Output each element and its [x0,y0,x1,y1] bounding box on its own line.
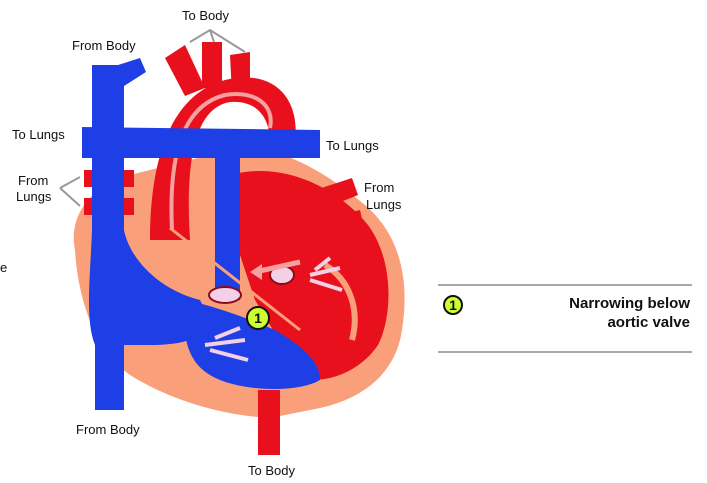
label-from-lungs-right-1: From [364,180,394,195]
pulmonary-artery-trunk [215,150,240,300]
aorta-branch-3 [230,52,250,95]
legend-top-rule [438,284,692,286]
legend-bottom-rule [438,351,692,353]
legend: 1 Narrowing below aortic valve [438,284,692,354]
label-to-lungs-right: To Lungs [326,138,379,153]
aortic-valve [209,287,241,303]
label-from-lungs-left-1: From [18,173,48,188]
pulmonary-artery-branches [82,127,320,158]
label-from-body-bottom: From Body [76,422,140,437]
label-from-body-top: From Body [72,38,136,53]
legend-description: Narrowing below aortic valve [490,294,690,332]
label-to-lungs-left: To Lungs [12,127,65,142]
legend-line-2: aortic valve [490,313,690,332]
label-to-body-bottom: To Body [248,463,295,478]
label-to-body-top: To Body [182,8,229,23]
aorta-branch-2 [202,42,222,88]
legend-line-1: Narrowing below [490,294,690,313]
label-from-lungs-right-2: Lungs [366,197,402,212]
from-lungs-pointer [60,177,80,206]
label-from-lungs-left-2: Lungs [16,189,52,204]
narrowing-marker-number: 1 [254,310,262,326]
legend-number-badge: 1 [443,295,463,315]
aorta-branch-1 [165,45,205,96]
label-edge-fragment: e [0,260,7,275]
descending-aorta [258,390,280,455]
